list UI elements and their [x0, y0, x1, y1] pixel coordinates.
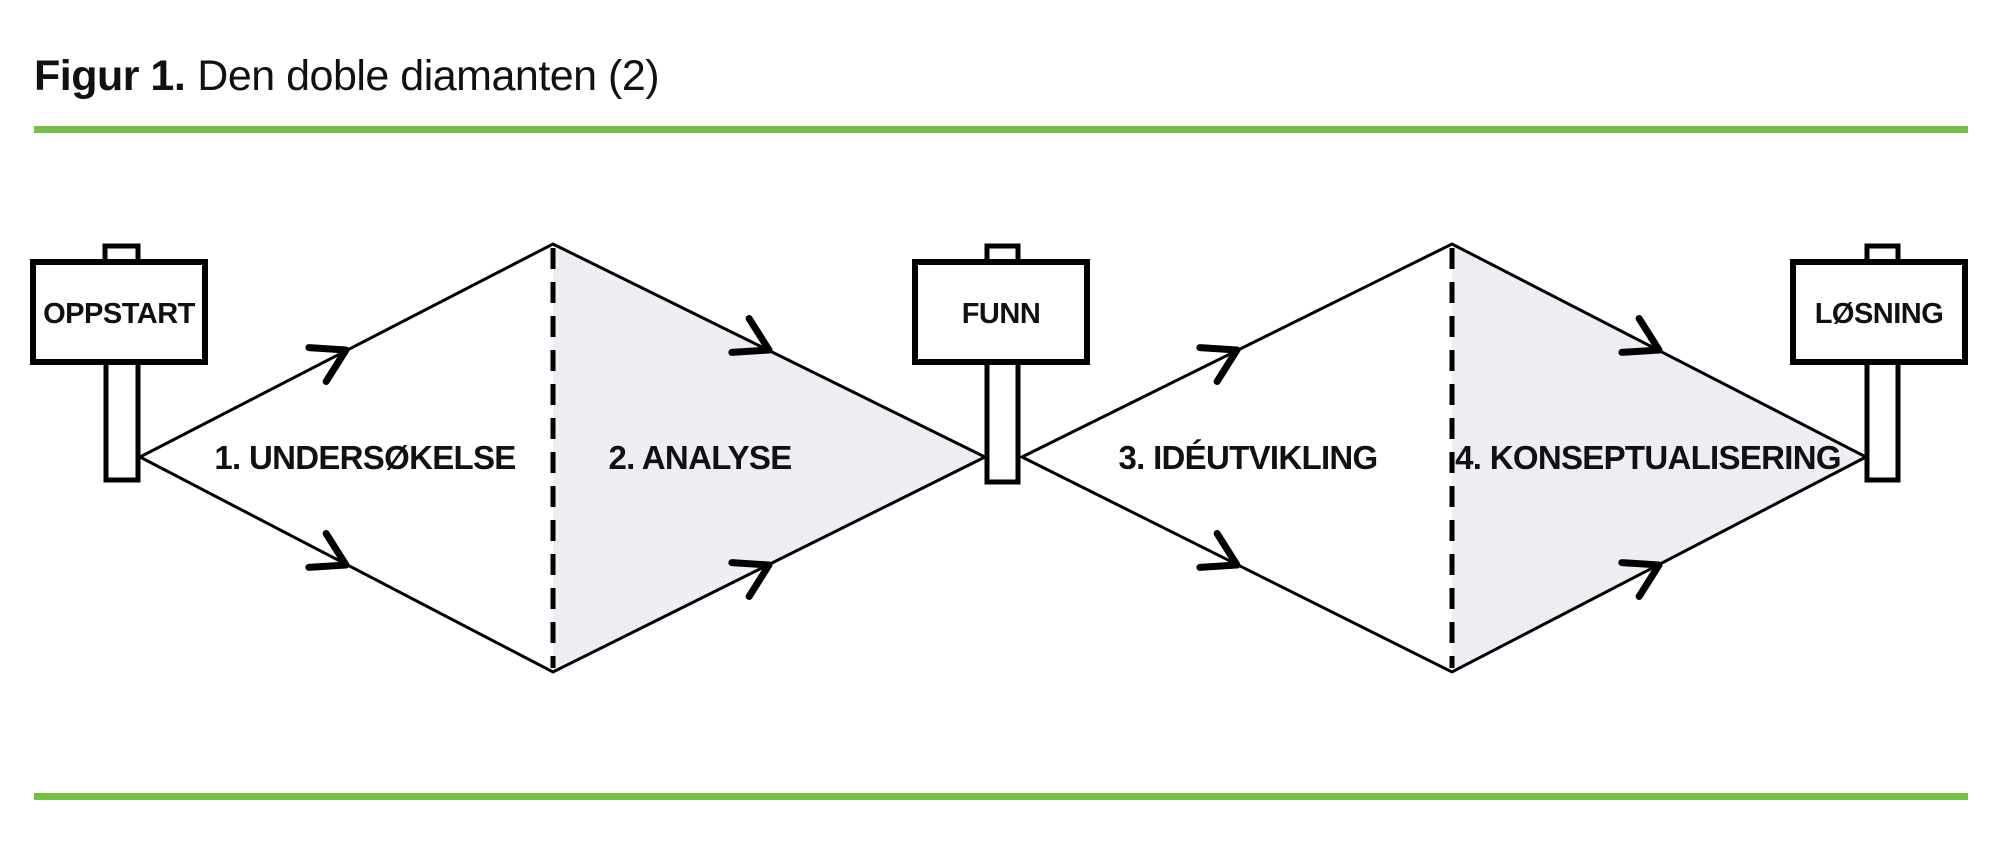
- flow-arrow-icon: [305, 530, 350, 571]
- phase-2-label: 2. ANALYSE: [608, 439, 791, 476]
- diamond-1: 1. UNDERSØKELSE 2. ANALYSE: [136, 242, 989, 674]
- phase-4-label: 4. KONSEPTUALISERING: [1455, 439, 1841, 476]
- flow-arrow-icon: [728, 315, 773, 356]
- diamond-2-shaded-half: [1452, 244, 1866, 672]
- losning-sign-board: [1790, 259, 1968, 365]
- funn-sign-board: [912, 259, 1090, 365]
- flow-arrow-icon: [1618, 559, 1663, 600]
- diamond-2: 3. IDÉUTVIKLING 4. KONSEPTUALISERING: [1018, 242, 1870, 674]
- bottom-divider-rule: [34, 793, 1968, 800]
- oppstart-sign: OPPSTART: [30, 243, 208, 483]
- figure-title-prefix: Figur 1.: [34, 52, 185, 100]
- flow-arrow-icon: [1196, 530, 1241, 571]
- funn-sign-post: [984, 359, 1021, 485]
- oppstart-sign-post: [103, 359, 141, 483]
- losning-sign-label: LØSNING: [1815, 298, 1944, 330]
- funn-sign-label: FUNN: [962, 298, 1041, 330]
- oppstart-sign-label: OPPSTART: [43, 298, 196, 330]
- flow-arrow-icon: [1618, 315, 1663, 356]
- losning-sign-post: [1864, 359, 1901, 483]
- phase-3-label: 3. IDÉUTVIKLING: [1118, 439, 1377, 476]
- funn-sign: FUNN: [912, 243, 1090, 485]
- flow-arrow-icon: [1196, 344, 1241, 385]
- phase-1-label: 1. UNDERSØKELSE: [214, 439, 515, 476]
- losning-sign: LØSNING: [1790, 243, 1968, 483]
- flow-arrow-icon: [305, 344, 350, 385]
- top-divider-rule: [34, 126, 1968, 133]
- figure-title-text: Den doble diamanten (2): [197, 52, 659, 100]
- flow-arrow-icon: [728, 559, 773, 600]
- figure-title: Figur 1.Den doble diamanten (2): [34, 52, 659, 100]
- diamond-1-shaded-half: [553, 244, 985, 672]
- oppstart-sign-board: [30, 259, 208, 365]
